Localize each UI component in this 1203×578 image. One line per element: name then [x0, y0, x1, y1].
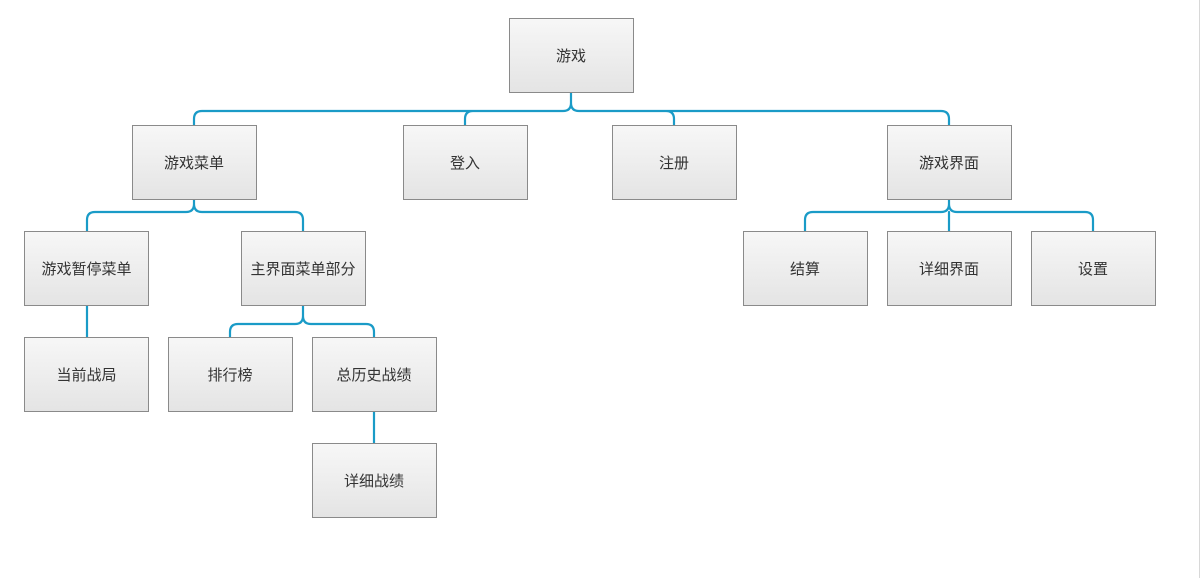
node-box — [887, 231, 1012, 306]
node-settings: 设置 — [1031, 231, 1156, 306]
node-current-battle: 当前战局 — [24, 337, 149, 412]
node-box — [168, 337, 293, 412]
node-label: 游戏 — [556, 47, 586, 65]
canvas-edge-divider — [1199, 0, 1200, 578]
node-label: 注册 — [659, 154, 689, 172]
node-label: 详细战绩 — [344, 472, 404, 490]
node-label: 详细界面 — [919, 260, 979, 278]
node-box — [24, 337, 149, 412]
node-label: 总历史战绩 — [336, 366, 411, 384]
connectors — [85, 91, 1095, 445]
node-label: 游戏菜单 — [164, 154, 224, 172]
node-game-menu: 游戏菜单 — [132, 125, 257, 200]
node-label: 游戏界面 — [919, 154, 979, 172]
connector-root-children — [192, 91, 951, 127]
connector-game-menu-children — [85, 197, 305, 233]
node-box — [132, 125, 257, 200]
node-box — [509, 18, 634, 93]
node-box — [887, 125, 1012, 200]
node-main-menu: 主界面菜单部分 — [241, 231, 366, 306]
node-login: 登入 — [403, 125, 528, 200]
node-register: 注册 — [612, 125, 737, 200]
node-label: 主界面菜单部分 — [250, 260, 355, 278]
node-leaderboard: 排行榜 — [168, 337, 293, 412]
node-pause-menu: 游戏暂停菜单 — [24, 231, 149, 306]
node-detailed-record: 详细战绩 — [312, 443, 437, 518]
node-box — [743, 231, 868, 306]
connector-main-menu-children — [228, 303, 376, 339]
node-label: 登入 — [450, 154, 480, 172]
node-root: 游戏 — [509, 18, 634, 93]
node-settlement: 结算 — [743, 231, 868, 306]
node-box — [241, 231, 366, 306]
node-box — [1031, 231, 1156, 306]
node-label: 当前战局 — [56, 366, 116, 384]
node-label: 设置 — [1078, 260, 1108, 278]
node-box — [312, 337, 437, 412]
node-box — [24, 231, 149, 306]
node-box — [403, 125, 528, 200]
node-game-screen: 游戏界面 — [887, 125, 1012, 200]
node-label: 游戏暂停菜单 — [41, 260, 131, 278]
node-total-history: 总历史战绩 — [312, 337, 437, 412]
node-label: 结算 — [790, 260, 820, 278]
node-label: 排行榜 — [207, 366, 252, 384]
connector-game-screen-children — [803, 197, 1095, 233]
node-box — [312, 443, 437, 518]
node-box — [612, 125, 737, 200]
node-detail-screen: 详细界面 — [887, 231, 1012, 306]
